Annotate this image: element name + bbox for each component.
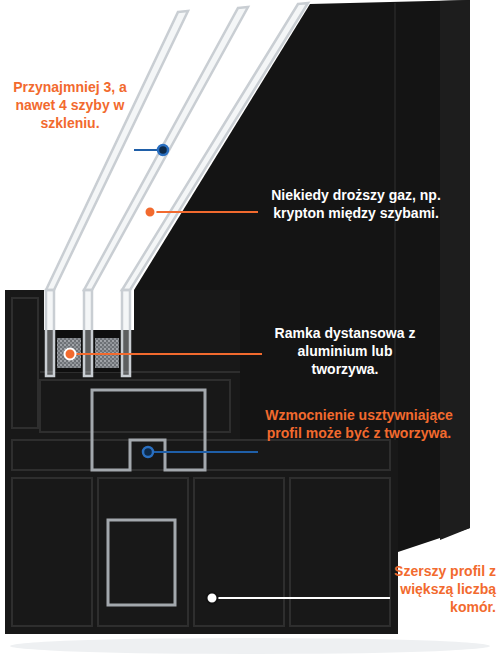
leader-line — [154, 451, 258, 453]
callout-label: Przynajmniej 3, a nawet 4 szyby w szklen… — [8, 78, 132, 132]
cavity — [92, 330, 122, 372]
callout-dot — [143, 447, 153, 457]
callout-label: Szerszy profil z większą liczbą komór. — [394, 562, 496, 616]
callout-label: Niekiedy droższy gaz, np. krypton między… — [266, 186, 446, 222]
profile-section — [5, 290, 398, 634]
frame-side — [440, 0, 470, 540]
callout-label: Ramka dystansowa z aluminium lub tworzyw… — [270, 324, 420, 378]
callout-dot — [158, 145, 168, 155]
leader-line — [134, 149, 158, 151]
callout-dot — [145, 207, 156, 218]
callout-label: Wzmocnienie usztywniające profil może by… — [264, 406, 454, 442]
floor-shadow — [10, 638, 490, 654]
leader-line — [218, 597, 390, 599]
leader-line — [76, 353, 262, 355]
callout-dot — [65, 349, 76, 360]
reinforcement-lower — [108, 520, 175, 605]
cavity — [54, 330, 84, 372]
glass-panes — [46, 3, 308, 376]
leader-line — [156, 211, 258, 213]
reinforcement-upper — [92, 390, 205, 470]
callout-dot — [207, 593, 218, 604]
